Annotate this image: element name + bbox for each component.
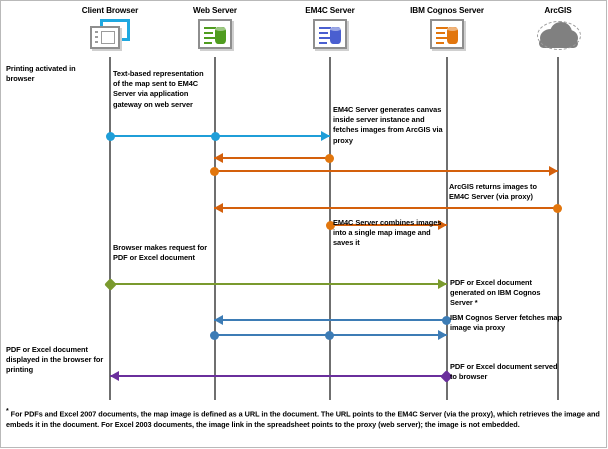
- actor-web-server[interactable]: Web Server: [155, 6, 275, 49]
- actor-label-arcgis: ArcGIS: [544, 6, 572, 15]
- actor-em4c-server[interactable]: EM4C Server: [270, 6, 390, 49]
- lifeline-arcgis: [557, 57, 559, 400]
- actor-label-em4c-server: EM4C Server: [305, 6, 355, 15]
- note-cognos-fetches-image: IBM Cognos Server fetches map image via …: [450, 313, 562, 333]
- lifeline-web-server: [214, 57, 216, 400]
- cloud-icon: [535, 19, 581, 50]
- footnote: * For PDFs and Excel 2007 documents, the…: [6, 406, 602, 430]
- note-browser-makes-request: Browser makes request for PDF or Excel d…: [113, 243, 208, 263]
- footnote-marker: *: [6, 408, 9, 415]
- actor-label-ibm-cognos-server: IBM Cognos Server: [410, 6, 484, 15]
- note-arcgis-returns-images: ArcGIS returns images to EM4C Server (vi…: [449, 182, 537, 202]
- note-document-displayed: PDF or Excel document displayed in the b…: [6, 345, 104, 375]
- note-printing-activated: Printing activated in browser: [6, 64, 76, 84]
- server-database-icon-cognos: [430, 19, 464, 49]
- server-database-icon-em4c: [313, 19, 347, 49]
- actor-label-client-browser: Client Browser: [81, 6, 139, 15]
- lifeline-client-browser: [109, 57, 111, 400]
- actor-label-web-server: Web Server: [193, 6, 237, 15]
- note-document-served: PDF or Excel document served to browser: [450, 362, 558, 382]
- note-text-based-request: Text-based representation of the map sen…: [113, 69, 204, 109]
- browser-window-icon: [90, 19, 130, 51]
- lifeline-ibm-cognos-server: [446, 57, 448, 400]
- note-document-generated: PDF or Excel document generated on IBM C…: [450, 278, 541, 308]
- actor-client-browser[interactable]: Client Browser: [50, 6, 170, 51]
- footnote-text: For PDFs and Excel 2007 documents, the m…: [6, 409, 600, 430]
- actor-ibm-cognos-server[interactable]: IBM Cognos Server: [387, 6, 507, 49]
- actor-arcgis[interactable]: ArcGIS: [498, 6, 608, 50]
- server-database-icon-web: [198, 19, 232, 49]
- note-em4c-combines-images: EM4C Server combines images into a singl…: [333, 218, 442, 248]
- note-em4c-generates-canvas: EM4C Server generates canvas inside serv…: [333, 105, 443, 145]
